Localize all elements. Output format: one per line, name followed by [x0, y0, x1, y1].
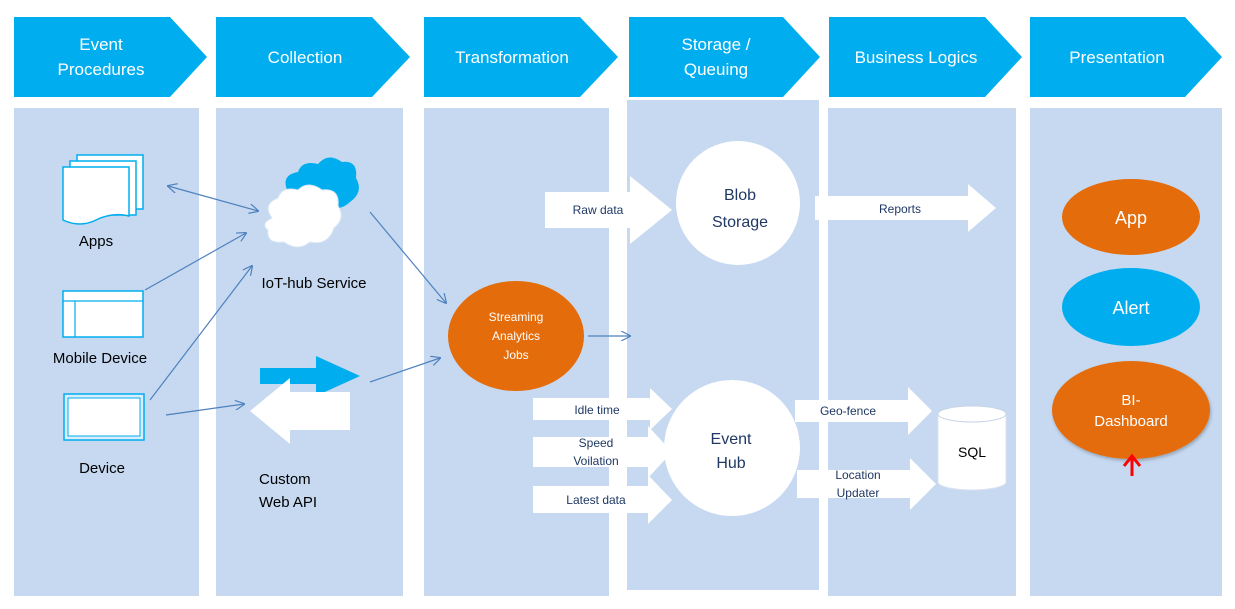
reports-arrow: Reports — [815, 184, 996, 232]
apps-icon — [62, 154, 144, 225]
apps-label: Apps — [79, 233, 113, 250]
mobile-device-label: Mobile Device — [53, 350, 147, 367]
stage-label: Procedures — [58, 60, 145, 79]
column-business-logics — [828, 108, 1016, 596]
stage-header-event-procedures: Event Procedures — [14, 17, 207, 97]
streaming-analytics-node: Streaming Analytics Jobs — [448, 281, 584, 391]
reports-label: Reports — [879, 202, 921, 216]
stage-label: Event — [79, 35, 123, 54]
speed-label: Voilation — [573, 454, 618, 468]
stage-label: Queuing — [684, 60, 748, 79]
stage-header-presentation: Presentation — [1030, 17, 1222, 97]
connectors — [144, 186, 630, 416]
sql-label: SQL — [958, 444, 986, 460]
stage-label: Transformation — [455, 48, 569, 67]
location-label: Updater — [837, 486, 880, 500]
location-label: Location — [835, 468, 880, 482]
idle-time-arrow: Idle time — [533, 388, 672, 430]
speed-label: Speed — [579, 436, 614, 450]
latest-data-label: Latest data — [566, 493, 626, 507]
speed-violation-arrow: Speed Voilation — [533, 426, 672, 478]
stage-label: Storage / — [682, 35, 751, 54]
device-icon — [63, 393, 145, 441]
streaming-label: Analytics — [492, 329, 540, 343]
idle-time-label: Idle time — [574, 403, 620, 417]
alert-node: Alert — [1062, 268, 1200, 346]
device-iot-connector — [149, 266, 252, 401]
iot-streaming-connector — [369, 211, 446, 303]
raw-data-arrow: Raw data — [545, 176, 672, 244]
stage-header-storage: Storage / Queuing — [629, 17, 820, 97]
geo-fence-arrow: Geo-fence — [795, 387, 932, 435]
streaming-label: Streaming — [489, 310, 544, 324]
raw-data-label: Raw data — [573, 203, 624, 217]
sql-database-icon: SQL — [937, 405, 1007, 491]
device-label: Device — [79, 460, 125, 477]
bi-label: Dashboard — [1094, 413, 1167, 430]
blob-label: Blob — [724, 187, 756, 204]
alert-label: Alert — [1112, 298, 1149, 318]
cloud-icon — [264, 157, 359, 248]
app-label: App — [1115, 208, 1147, 228]
geo-fence-label: Geo-fence — [820, 404, 876, 418]
webapi-streaming-connector — [369, 358, 440, 383]
app-node: App — [1062, 179, 1200, 255]
device-webapi-connector — [165, 404, 244, 416]
hub-label: Hub — [716, 455, 745, 472]
location-updater-arrow: Location Updater — [797, 458, 936, 510]
mobile-device-icon — [62, 290, 144, 338]
red-marker-icon — [1122, 453, 1142, 476]
stage-header-collection: Collection — [216, 17, 410, 97]
web-api-icon — [250, 356, 360, 444]
latest-data-arrow: Latest data — [533, 475, 672, 524]
stage-header-transformation: Transformation — [424, 17, 618, 97]
stage-label: Collection — [268, 48, 343, 67]
web-api-label-1: Custom — [259, 471, 311, 488]
hub-label: Event — [711, 431, 752, 448]
stage-header-business-logics: Business Logics — [829, 17, 1022, 97]
stage-label: Business Logics — [855, 48, 978, 67]
bi-dashboard-node: BI- Dashboard — [1052, 361, 1210, 459]
streaming-label: Jobs — [503, 348, 528, 362]
bi-label: BI- — [1121, 392, 1140, 409]
blob-label: Storage — [712, 214, 768, 231]
apps-iot-connector — [168, 186, 258, 211]
web-api-label-2: Web API — [259, 494, 317, 511]
event-hub-node: Event Hub — [664, 380, 800, 516]
stage-label: Presentation — [1069, 48, 1164, 67]
mobile-iot-connector — [144, 233, 246, 291]
blob-storage-node: Blob Storage — [676, 141, 800, 265]
iot-hub-label: IoT-hub Service — [261, 275, 366, 292]
